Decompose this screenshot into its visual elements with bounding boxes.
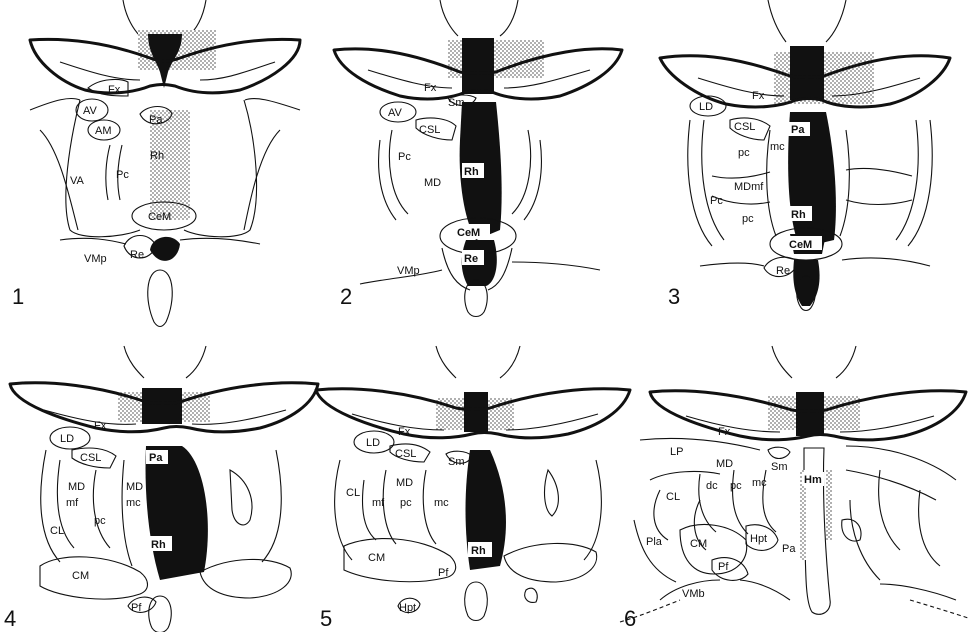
label-cem: CeM <box>148 211 171 223</box>
label-mc: mc <box>434 497 449 509</box>
label-cl: CL <box>346 487 360 499</box>
label-cm: CM <box>72 570 89 582</box>
label-sm: Sm <box>448 456 465 468</box>
label-csl: CSL <box>734 121 755 133</box>
label-hpt: Hpt <box>399 602 416 614</box>
label-re: Re <box>776 265 790 277</box>
label-pc: pc <box>94 515 106 527</box>
label-fx: Fx <box>108 84 121 96</box>
label-ld: LD <box>366 437 380 449</box>
label-pa: Pa <box>782 543 796 555</box>
label-ld: LD <box>60 433 74 445</box>
label-pf: Pf <box>131 602 142 614</box>
label-rh: Rh <box>151 539 166 551</box>
label-pc: pc <box>730 480 742 492</box>
label-hm: Hm <box>804 474 822 486</box>
label-dc: dc <box>706 480 718 492</box>
panel-4: Fx LD CSL Pa MD mf MD mc pc CL Rh CM Pf … <box>4 346 318 632</box>
panel-1: Fx AV AM Pa VA Pc Rh CeM Re VMp 1 <box>12 0 300 327</box>
label-lp: LP <box>670 446 683 458</box>
label-cem: CeM <box>457 227 480 239</box>
label-pc-lower: pc <box>742 213 754 225</box>
panel-3: Fx LD CSL Pa pc mc MDmf Pc pc Rh CeM Re … <box>660 0 950 311</box>
label-am: AM <box>95 125 112 137</box>
label-re: Re <box>464 253 478 265</box>
label-cem: CeM <box>789 239 812 251</box>
label-cl: CL <box>666 491 680 503</box>
label-mf: mf <box>372 497 385 509</box>
label-pc: Pc <box>398 151 411 163</box>
label-pc: Pc <box>116 169 129 181</box>
label-pc-cap: Pc <box>710 195 723 207</box>
label-fx: Fx <box>424 82 437 94</box>
label-va: VA <box>70 175 85 187</box>
panel-2: Fx Sm AV CSL Pc MD Rh CeM Re VMp 2 <box>334 0 622 317</box>
label-mc: mc <box>752 477 767 489</box>
label-md: MD <box>716 458 733 470</box>
label-av: AV <box>388 107 403 119</box>
label-fx: Fx <box>94 420 107 432</box>
label-csl: CSL <box>395 448 416 460</box>
label-md-right: MD <box>126 481 143 493</box>
label-pla: Pla <box>646 536 663 548</box>
label-vmb: VMb <box>682 588 705 600</box>
label-rh: Rh <box>150 150 164 162</box>
label-pf: Pf <box>438 567 449 579</box>
panel-6: Fx Hm LP MD Sm dc pc mc CL Pla CM Hpt Pf… <box>620 346 968 631</box>
label-vmp: VMp <box>84 253 107 265</box>
label-fx: Fx <box>398 426 411 438</box>
label-csl: CSL <box>419 124 440 136</box>
label-mc: mc <box>770 141 785 153</box>
label-mf: mf <box>66 497 79 509</box>
label-md: MD <box>396 477 413 489</box>
label-sm: Sm <box>771 461 788 473</box>
label-pa: Pa <box>149 114 163 126</box>
panel-5: Fx LD CSL Sm CL MD mf pc mc CM Rh Pf Hpt… <box>316 346 630 631</box>
label-mc: mc <box>126 497 141 509</box>
panel-number-4: 4 <box>4 606 16 631</box>
label-fx: Fx <box>718 426 731 438</box>
panel-number-5: 5 <box>320 606 332 631</box>
label-pc: pc <box>400 497 412 509</box>
label-mdmf: MDmf <box>734 181 764 193</box>
panel-number-3: 3 <box>668 284 680 309</box>
label-re: Re <box>130 249 144 261</box>
label-md: MD <box>424 177 441 189</box>
label-hpt: Hpt <box>750 533 767 545</box>
panel-number-6: 6 <box>624 606 636 631</box>
label-av: AV <box>83 105 98 117</box>
panel-number-1: 1 <box>12 284 24 309</box>
label-cl: CL <box>50 525 64 537</box>
label-md-left: MD <box>68 481 85 493</box>
label-pa: Pa <box>791 124 805 136</box>
label-cm: CM <box>690 538 707 550</box>
label-rh: Rh <box>791 209 806 221</box>
label-pc-upper: pc <box>738 147 750 159</box>
panel-number-2: 2 <box>340 284 352 309</box>
label-csl: CSL <box>80 452 101 464</box>
label-rh: Rh <box>471 545 486 557</box>
label-ld: LD <box>699 101 713 113</box>
label-pf: Pf <box>718 561 729 573</box>
label-rh: Rh <box>464 166 479 178</box>
label-cm: CM <box>368 552 385 564</box>
label-pa: Pa <box>149 452 163 464</box>
label-fx: Fx <box>752 90 765 102</box>
